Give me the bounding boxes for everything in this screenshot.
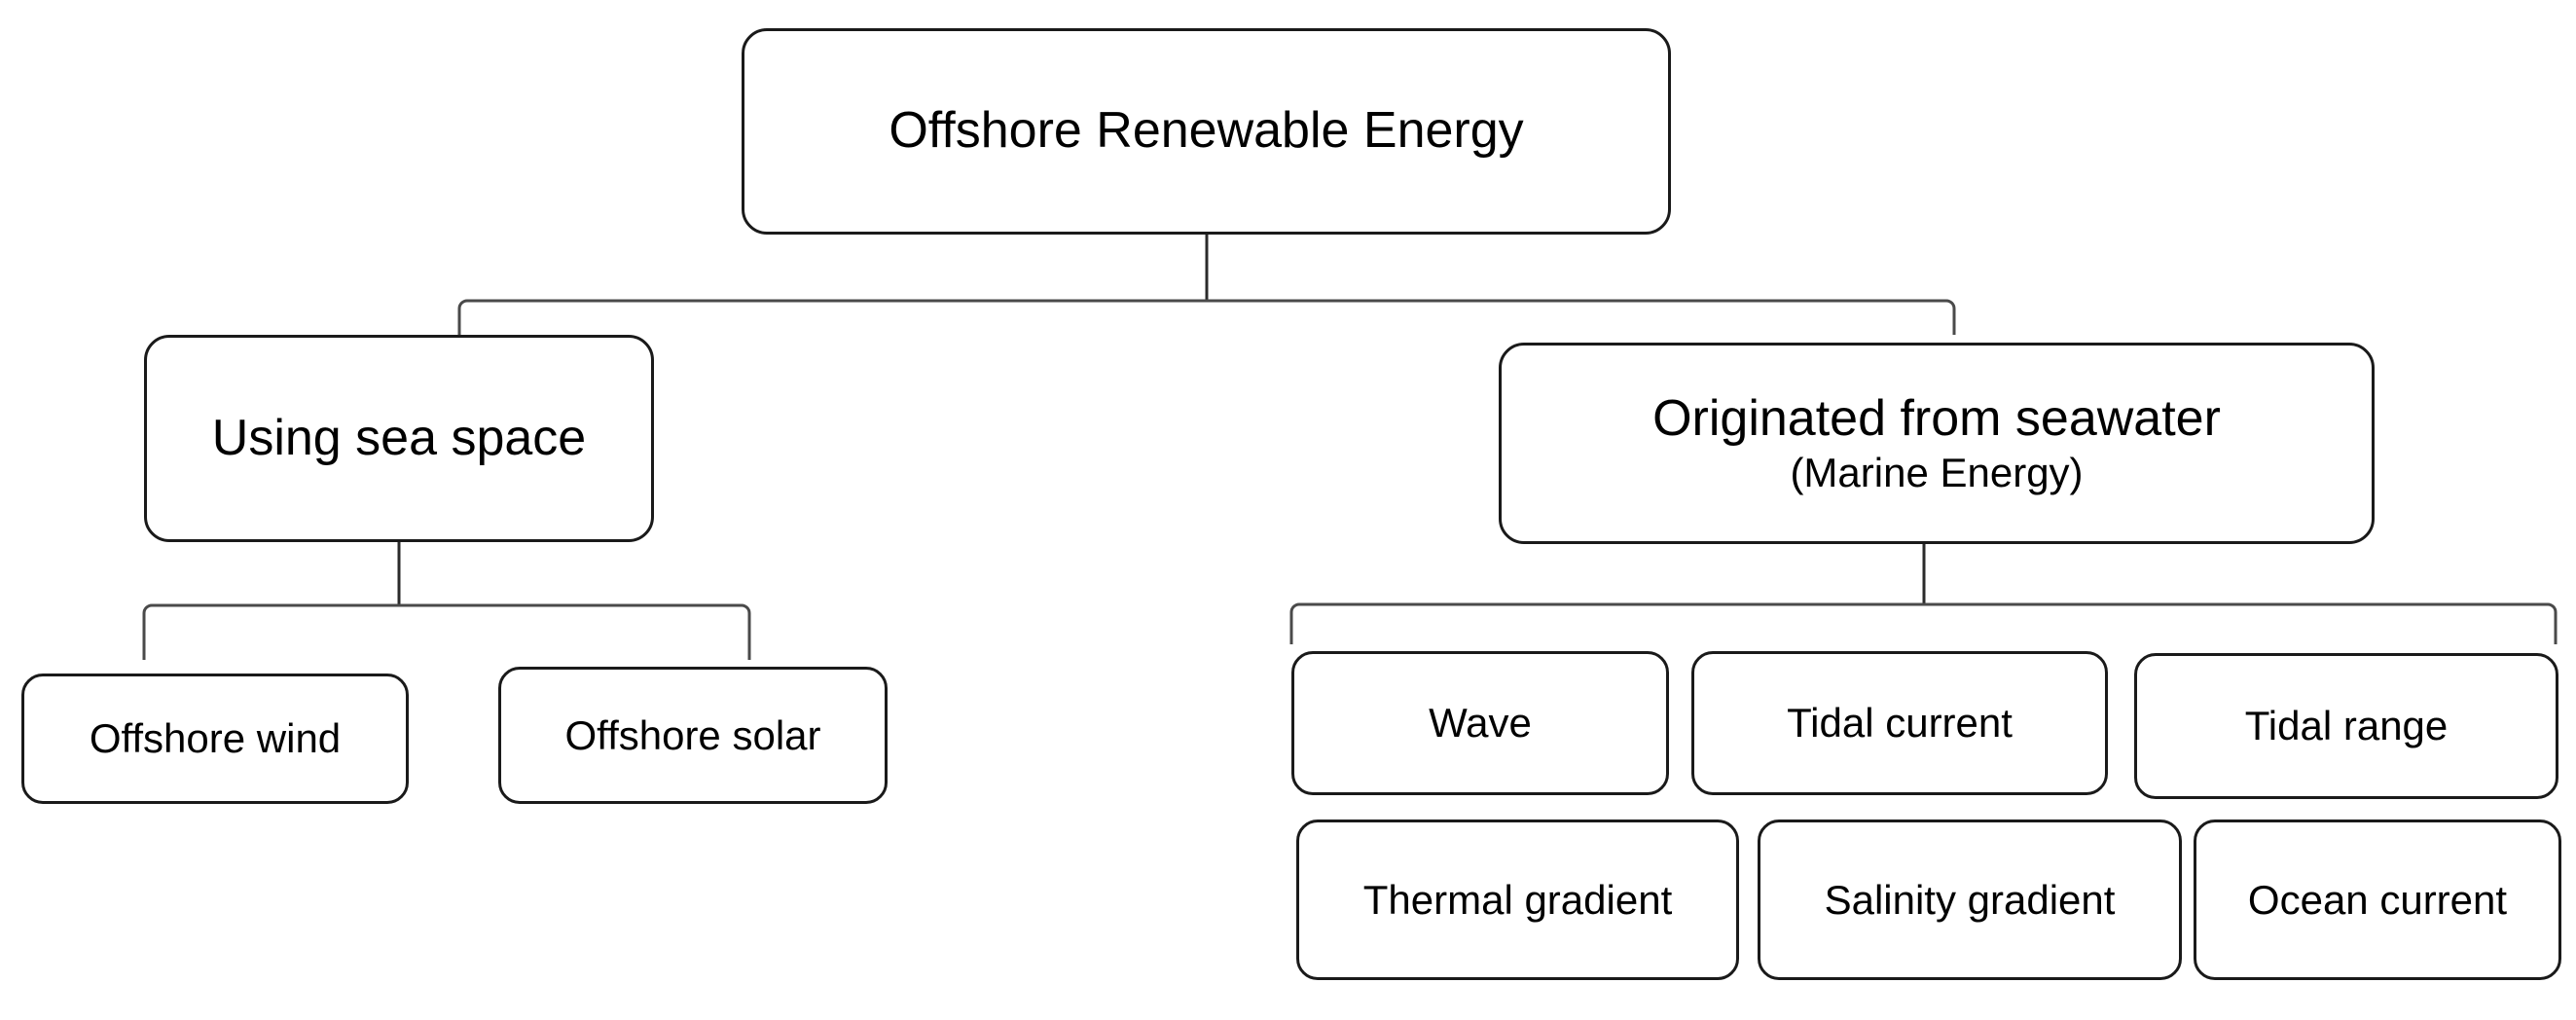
node-label-line: Thermal gradient: [1362, 876, 1673, 923]
node-originated-from-seawater[interactable]: Originated from seawater (Marine Energy): [1499, 343, 2375, 544]
node-label-line: Offshore wind: [89, 715, 342, 762]
node-thermal-gradient[interactable]: Thermal gradient: [1296, 820, 1739, 980]
node-label: Ocean current: [2196, 876, 2558, 925]
node-label-line: Wave: [1429, 700, 1532, 747]
node-ocean-current[interactable]: Ocean current: [2194, 820, 2561, 980]
node-label: Thermal gradient: [1299, 876, 1736, 925]
connector-sea-space-to-children: [142, 542, 751, 660]
node-label: Using sea space: [147, 409, 651, 468]
node-using-sea-space[interactable]: Using sea space: [144, 335, 654, 542]
connector-seawater-to-children: [1289, 544, 2558, 644]
node-label-line: Ocean current: [2247, 876, 2508, 923]
node-label-line: Offshore solar: [564, 711, 821, 758]
node-wave[interactable]: Wave: [1291, 651, 1669, 795]
node-salinity-gradient[interactable]: Salinity gradient: [1758, 820, 2182, 980]
node-label-line-secondary: (Marine Energy): [1790, 450, 2084, 496]
node-label-line: Tidal range: [2244, 703, 2449, 749]
node-label-line: Salinity gradient: [1824, 876, 2116, 923]
node-label: Wave: [1294, 699, 1666, 747]
node-label: Offshore Renewable Energy: [744, 101, 1668, 161]
node-tidal-range[interactable]: Tidal range: [2134, 653, 2558, 799]
node-offshore-solar[interactable]: Offshore solar: [498, 667, 888, 804]
node-offshore-renewable-energy[interactable]: Offshore Renewable Energy: [742, 28, 1671, 235]
node-label: Originated from seawater (Marine Energy): [1502, 389, 2372, 497]
node-label: Salinity gradient: [1760, 876, 2179, 925]
node-label-line: Tidal current: [1787, 700, 2013, 747]
connector-root-to-level2: [457, 235, 1956, 335]
node-tidal-current[interactable]: Tidal current: [1691, 651, 2108, 795]
node-label-line: Using sea space: [211, 409, 587, 466]
node-label-line-primary: Originated from seawater: [1652, 390, 2221, 448]
node-label: Offshore wind: [24, 714, 406, 763]
node-offshore-wind[interactable]: Offshore wind: [21, 674, 409, 804]
node-label: Tidal current: [1694, 699, 2105, 747]
node-label: Tidal range: [2137, 702, 2556, 750]
node-label-line: Offshore Renewable Energy: [889, 102, 1524, 160]
node-label: Offshore solar: [501, 711, 885, 760]
